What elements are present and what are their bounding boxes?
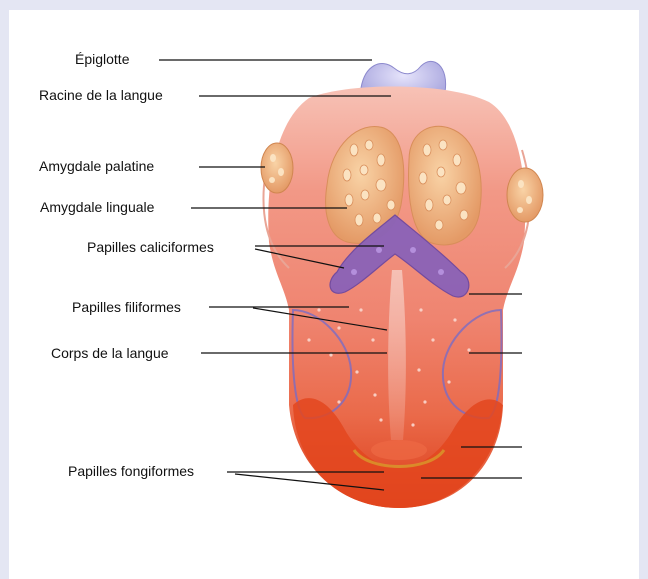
label-amygdale-palatine: Amygdale palatine — [39, 158, 154, 174]
label-amygdale-linguale: Amygdale linguale — [40, 199, 154, 215]
label-papilles-filiformes: Papilles filiformes — [72, 299, 181, 315]
palatine-tonsil-left — [261, 143, 293, 193]
lingual-tonsil-right — [409, 126, 482, 245]
label-corps-langue: Corps de la langue — [51, 345, 169, 361]
figure-frame: Épiglotte Racine de la langue Amygdale p… — [9, 10, 639, 579]
label-papilles-caliciformes: Papilles caliciformes — [87, 239, 214, 255]
palatine-tonsil-right — [507, 168, 543, 222]
label-racine-langue: Racine de la langue — [39, 87, 163, 103]
label-papilles-fongiformes: Papilles fongiformes — [68, 463, 194, 479]
label-epiglotte: Épiglotte — [75, 51, 129, 67]
median-groove — [388, 270, 406, 440]
